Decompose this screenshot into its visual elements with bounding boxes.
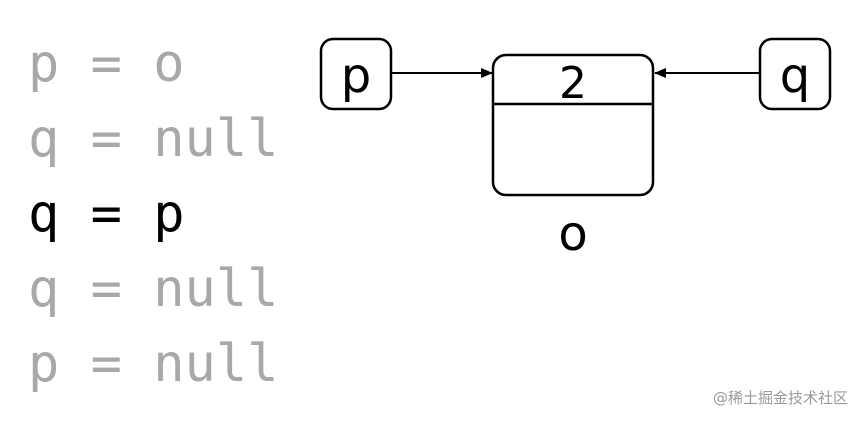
code-line-1: p = o <box>28 34 185 94</box>
pointer-q-box <box>758 37 832 111</box>
pointer-q-node: q <box>758 37 832 111</box>
code-line-3-current: q = p <box>28 184 185 244</box>
object-node: 2 o <box>491 53 655 262</box>
pointer-p-label: p <box>341 48 371 104</box>
code-line-4: q = null <box>28 259 279 319</box>
pointer-p-node: p <box>319 37 393 111</box>
object-box <box>491 53 655 197</box>
object-name-label: o <box>558 206 587 262</box>
pointer-q-label: q <box>780 48 810 104</box>
ref-count-value: 2 <box>559 58 587 109</box>
code-line-2: q = null <box>28 109 279 169</box>
code-line-5: p = null <box>28 334 279 394</box>
watermark-text: @稀土掘金技术社区 <box>712 389 848 407</box>
